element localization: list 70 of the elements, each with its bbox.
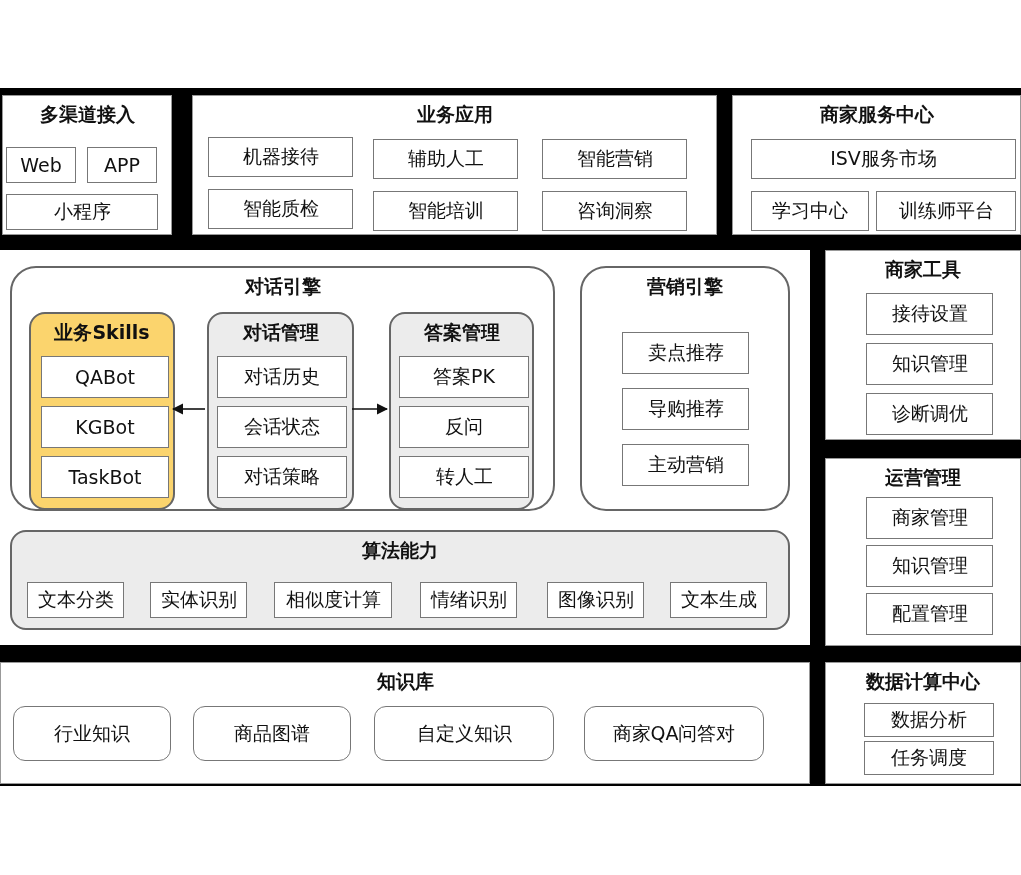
section-title: 答案管理 <box>422 320 501 345</box>
module-box: 文本生成 <box>670 582 767 618</box>
section-panel <box>825 662 1021 784</box>
section-title: 商家工具 <box>884 257 962 282</box>
module-box: 接待设置 <box>866 293 993 335</box>
module-box: 行业知识 <box>13 706 171 761</box>
module-box: APP <box>87 147 157 183</box>
module-box: 对话历史 <box>217 356 347 398</box>
module-box: 反问 <box>399 406 529 448</box>
group-box <box>580 266 790 511</box>
section-panel <box>825 458 1021 646</box>
module-box: 自定义知识 <box>374 706 554 761</box>
module-box: 机器接待 <box>208 137 353 177</box>
module-box: KGBot <box>41 406 169 448</box>
module-box: 情绪识别 <box>420 582 517 618</box>
section-panel <box>732 95 1021 235</box>
group-box <box>10 530 790 630</box>
module-box: 知识管理 <box>866 343 993 385</box>
arrow <box>171 403 206 415</box>
section-panel <box>192 95 717 235</box>
module-box: 辅助人工 <box>373 139 518 179</box>
module-box: QABot <box>41 356 169 398</box>
module-box: 数据分析 <box>864 703 994 737</box>
module-box: 咨询洞察 <box>542 191 687 231</box>
module-box: Web <box>6 147 76 183</box>
group-box <box>10 266 555 511</box>
section-title: 算法能力 <box>361 538 439 563</box>
section-title: 多渠道接入 <box>38 102 136 127</box>
module-box: 相似度计算 <box>274 582 392 618</box>
module-box: 配置管理 <box>866 593 993 635</box>
module-box: 导购推荐 <box>622 388 749 430</box>
module-box: ISV服务市场 <box>751 139 1016 179</box>
section-panel <box>2 95 172 235</box>
module-box: 智能营销 <box>542 139 687 179</box>
arrow <box>351 403 389 415</box>
module-box: TaskBot <box>41 456 169 498</box>
module-box: 商家QA问答对 <box>584 706 764 761</box>
section-title: 对话管理 <box>241 320 320 345</box>
module-box: 任务调度 <box>864 741 994 775</box>
section-title: 业务Skills <box>53 320 151 345</box>
section-title: 业务应用 <box>415 102 494 127</box>
section-title: 知识库 <box>375 669 435 694</box>
module-box: 对话策略 <box>217 456 347 498</box>
module-box: 转人工 <box>399 456 529 498</box>
module-box: 文本分类 <box>27 582 124 618</box>
group-box <box>389 312 534 510</box>
group-box <box>207 312 354 510</box>
section-title: 商家服务中心 <box>818 102 935 127</box>
section-title: 营销引擎 <box>646 274 724 299</box>
module-box: 实体识别 <box>150 582 247 618</box>
module-box: 主动营销 <box>622 444 749 486</box>
module-box: 智能质检 <box>208 189 353 229</box>
module-box: 学习中心 <box>751 191 869 231</box>
section-panel <box>0 662 810 784</box>
module-box: 图像识别 <box>547 582 644 618</box>
module-box: 诊断调优 <box>866 393 993 435</box>
group-box <box>29 312 175 510</box>
module-box: 小程序 <box>6 194 158 230</box>
module-box: 知识管理 <box>866 545 993 587</box>
module-box: 商家管理 <box>866 497 993 539</box>
section-panel <box>825 250 1021 440</box>
module-box: 卖点推荐 <box>622 332 749 374</box>
module-box: 会话状态 <box>217 406 347 448</box>
module-box: 训练师平台 <box>876 191 1016 231</box>
module-box: 答案PK <box>399 356 529 398</box>
module-box: 商品图谱 <box>193 706 351 761</box>
section-title: 对话引擎 <box>243 274 322 299</box>
module-box: 智能培训 <box>373 191 518 231</box>
section-title: 运营管理 <box>884 465 962 490</box>
section-title: 数据计算中心 <box>865 669 981 694</box>
